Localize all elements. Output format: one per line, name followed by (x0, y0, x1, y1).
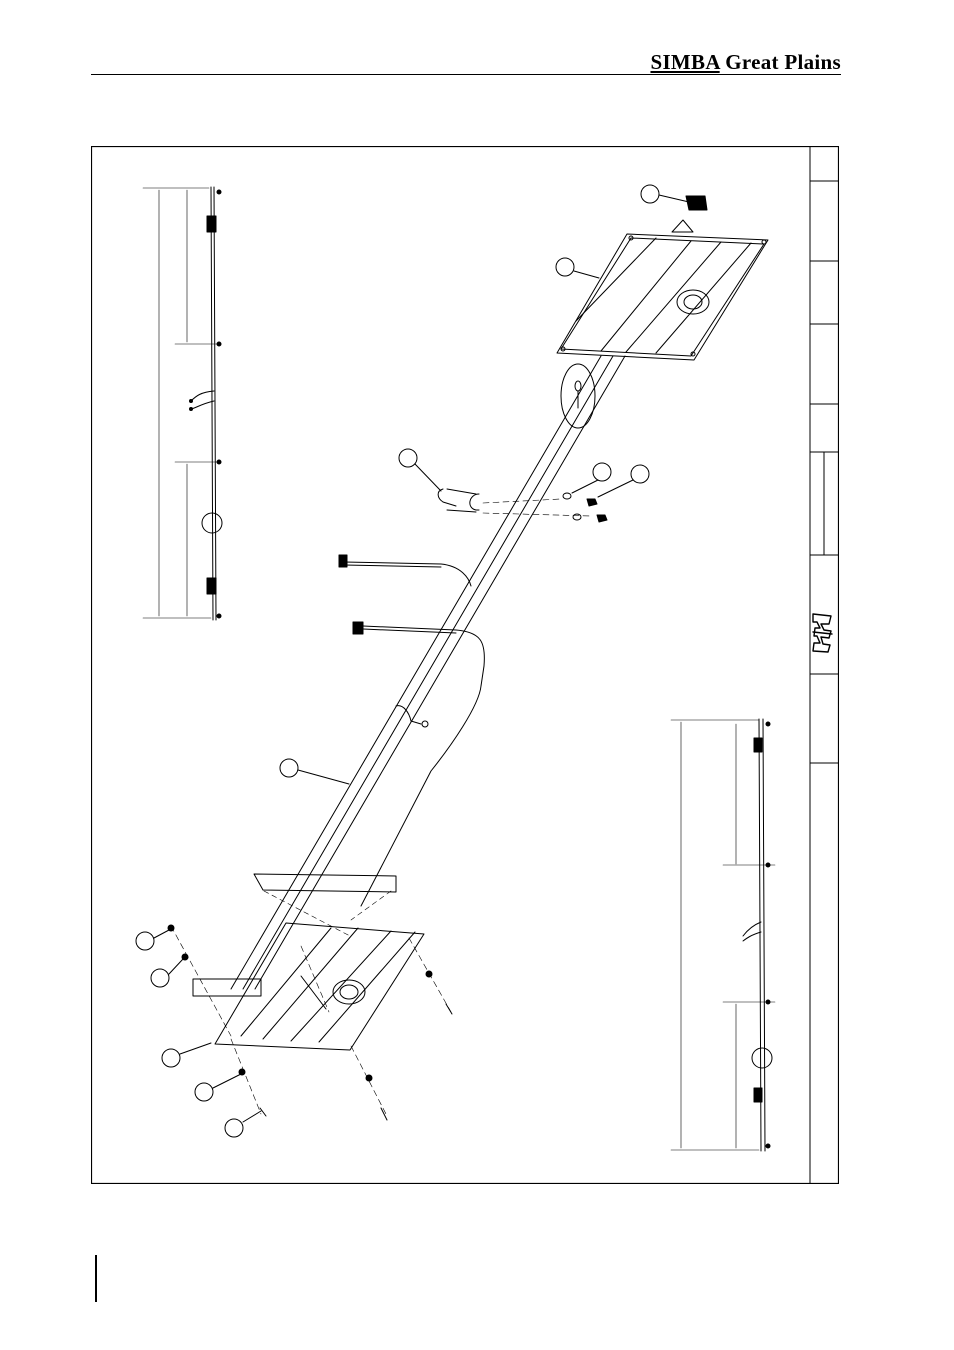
page-header-title: SIMBA Great Plains (650, 50, 841, 75)
side-view-bottom (671, 719, 775, 1151)
callout-balloon (641, 185, 659, 203)
callout-balloon (399, 449, 417, 467)
title-block (810, 146, 839, 1184)
callout-balloon (631, 465, 649, 483)
item-callouts (136, 185, 689, 1137)
top-plate (557, 196, 768, 360)
callout-balloon (280, 759, 298, 777)
callout-balloon (593, 463, 611, 481)
fasteners (168, 925, 452, 1120)
callout-balloon (136, 932, 154, 950)
page-margin-bar (95, 1255, 97, 1302)
main-beam (231, 356, 625, 989)
side-view-top (143, 187, 222, 620)
brand-name: SIMBA (650, 50, 719, 74)
callout-balloon (195, 1083, 213, 1101)
drawing-svg (91, 146, 839, 1184)
header-rule (91, 74, 841, 75)
header-title-rest: Great Plains (720, 50, 841, 74)
title-block-logo (813, 614, 832, 652)
exploded-parts-drawing (91, 146, 839, 1184)
callout-balloon (151, 969, 169, 987)
u-bolt-assembly (438, 489, 607, 522)
callout-balloon (225, 1119, 243, 1137)
callout-balloon (162, 1049, 180, 1067)
bottom-plate (193, 874, 424, 1050)
callout-balloon (556, 258, 574, 276)
hydraulic-hoses (339, 555, 484, 906)
